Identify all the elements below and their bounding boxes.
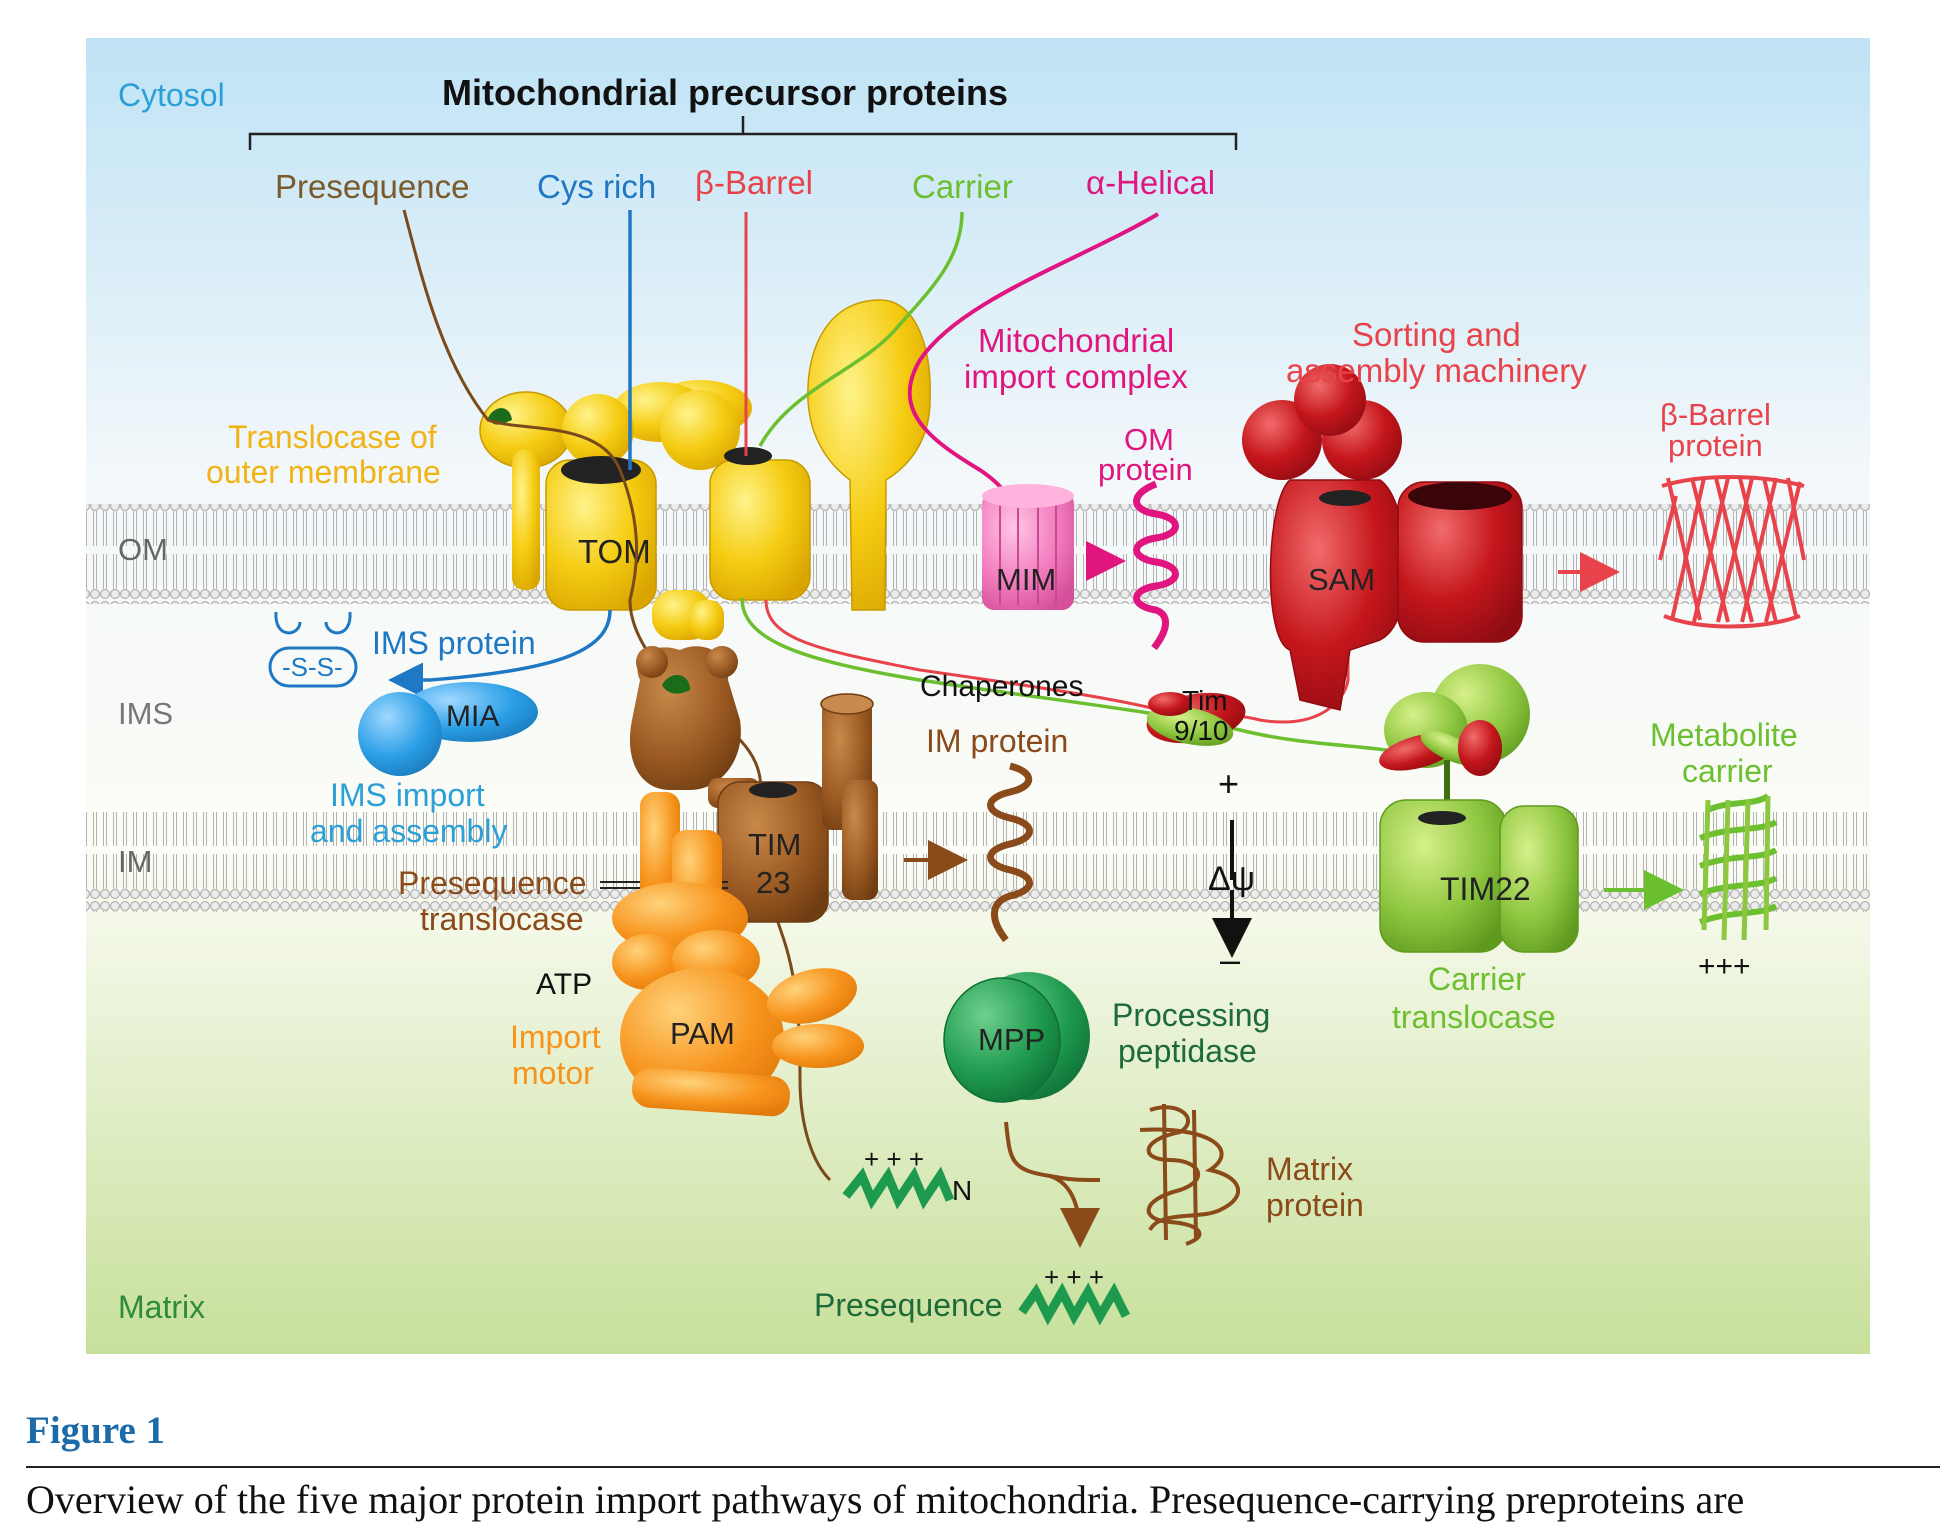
precursors-title: Mitochondrial precursor proteins <box>442 72 1008 113</box>
om-protein-line2: protein <box>1098 452 1193 487</box>
beta-barrel-path <box>744 212 1350 724</box>
alpha-helical-precursor-label: α-Helical <box>1086 164 1215 201</box>
matrix-protein-line2: protein <box>1266 1187 1364 1223</box>
pam-title-line2: motor <box>512 1055 594 1091</box>
tim22-name: TIM22 <box>1440 871 1531 907</box>
tom-title-line1: Translocase of <box>228 419 437 455</box>
mpp-name: MPP <box>978 1022 1045 1057</box>
ims-assembly-line1: IMS import <box>330 777 485 813</box>
tim22-complex <box>1379 664 1579 953</box>
beta-barrel-protein-line1: β-Barrel <box>1660 397 1771 432</box>
im-label: IM <box>118 844 152 879</box>
pam-complex <box>612 792 864 1117</box>
tom-complex <box>479 380 811 640</box>
tim23-name-line2: 23 <box>756 865 790 900</box>
tim23-name-line1: TIM <box>748 827 801 862</box>
cys-rich-precursor-label: Cys rich <box>537 168 656 205</box>
pam-title-line1: Import <box>510 1019 601 1055</box>
om-label: OM <box>118 532 168 567</box>
beta-barrel-protein <box>1658 475 1806 629</box>
tom-name: TOM <box>578 533 651 570</box>
metabolite-carrier-line2: carrier <box>1682 753 1773 789</box>
beta-barrel-precursor-label: β-Barrel <box>695 164 813 201</box>
ims-protein-label: IMS protein <box>372 625 536 661</box>
tim22-title-line1: Carrier <box>1428 961 1526 997</box>
metabolite-carrier-line1: Metabolite <box>1650 717 1798 753</box>
carrier-path <box>740 211 1401 754</box>
im-protein-helix <box>987 762 1033 943</box>
matrix-protein-line1: Matrix <box>1266 1151 1353 1187</box>
carrier-precursor-label: Carrier <box>912 168 1013 205</box>
precursors-bracket <box>248 116 1238 150</box>
om-protein-helix <box>1133 480 1179 651</box>
matrix-charges: + + + <box>864 1144 924 1174</box>
potential-plus: + <box>1218 763 1239 804</box>
chaperones-label: Chaperones <box>920 670 1083 703</box>
mpp-title-line1: Processing <box>1112 997 1270 1033</box>
ims-assembly-line2: and assembly <box>310 813 507 849</box>
presequence-product-helix <box>1018 1282 1131 1326</box>
tom-title-line2: outer membrane <box>206 454 441 490</box>
caption-divider <box>26 1466 1940 1468</box>
beta-barrel-protein-line2: protein <box>1668 428 1763 463</box>
figure-heading: Figure 1 <box>26 1409 166 1452</box>
im-protein-label: IM protein <box>926 723 1068 759</box>
tim9-10-chaperone <box>1146 692 1246 746</box>
sam-title-line2: assembly machinery <box>1286 352 1587 389</box>
tim-chaperone-line1: Tim <box>1182 685 1228 716</box>
potential-symbol: Δψ <box>1208 860 1255 898</box>
figure-caption: Overview of the five major protein impor… <box>26 1477 1745 1522</box>
disulfide-protein <box>268 611 358 688</box>
matrix-protein <box>1139 1103 1241 1246</box>
mim-title-line1: Mitochondrial <box>978 322 1174 359</box>
potential-minus: – <box>1220 939 1240 980</box>
mpp-title-line2: peptidase <box>1118 1033 1257 1069</box>
matrix-n-terminus: N <box>952 1175 972 1206</box>
presequence-product-charges: + + + <box>1044 1262 1104 1292</box>
presequence-precursor-label: Presequence <box>275 168 469 205</box>
mim-title-line2: import complex <box>964 358 1188 395</box>
mpp-complex <box>943 972 1090 1103</box>
tim-chaperone-line2: 9/10 <box>1174 715 1229 746</box>
cys-rich-path <box>395 210 632 680</box>
tim23-complex <box>629 646 878 923</box>
disulfide-label: -S-S- <box>282 652 343 682</box>
sam-title-line1: Sorting and <box>1352 316 1521 353</box>
mim-name: MIM <box>996 562 1056 597</box>
mia-complex <box>358 682 538 776</box>
pam-name: PAM <box>670 1016 735 1051</box>
tim22-title-line2: translocase <box>1392 999 1556 1035</box>
metabolite-carrier <box>1698 793 1778 941</box>
sam-complex <box>1242 364 1523 711</box>
mia-name: MIA <box>446 700 499 733</box>
presequence-matrix-helix <box>842 1166 955 1210</box>
pam-atp: ATP <box>536 968 592 1001</box>
om-protein-line1: OM <box>1124 422 1174 457</box>
matrix-label: Matrix <box>118 1289 205 1325</box>
mim-complex <box>982 484 1074 610</box>
alpha-helical-path <box>907 212 1160 531</box>
mpp-processing-arrow <box>1004 1121 1100 1240</box>
outer-membrane <box>86 504 1870 604</box>
tim23-title-line1: Presequence <box>398 865 587 901</box>
presequence-product-label: Presequence <box>814 1287 1003 1323</box>
ims-label: IMS <box>118 696 173 731</box>
tom-receptor-large <box>807 299 931 611</box>
cytosol-label: Cytosol <box>118 77 225 113</box>
tim23-title-line2: translocase <box>420 901 584 937</box>
sam-name: SAM <box>1308 562 1375 597</box>
metabolite-carrier-charges: +++ <box>1698 950 1751 983</box>
